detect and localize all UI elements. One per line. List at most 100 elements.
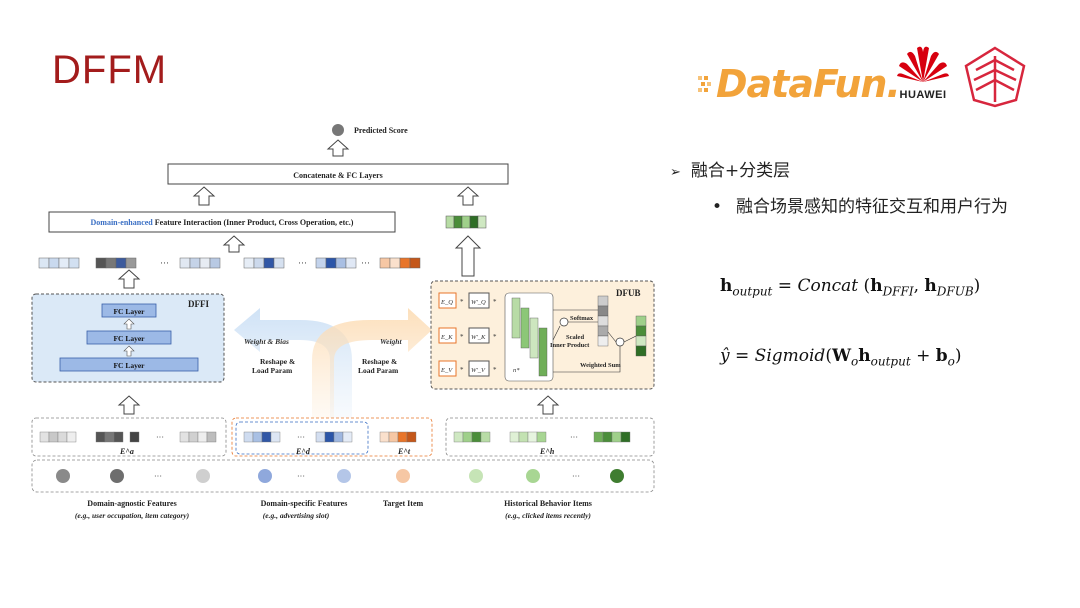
times-4: * bbox=[493, 333, 497, 341]
wk-box bbox=[468, 327, 490, 344]
f1-lhs: h bbox=[720, 276, 733, 296]
weighted-sum-label: Weighted Sum bbox=[580, 362, 621, 369]
up-arrow-icon bbox=[192, 186, 216, 206]
eq-box bbox=[438, 292, 457, 309]
f2-w: W bbox=[831, 346, 852, 366]
bullet-level-2-text: 融合场景感知的特征交互和用户行为 bbox=[736, 197, 1009, 217]
up-arrow-icon bbox=[456, 186, 480, 206]
feature-interaction-label: Domain-enhanced Feature Interaction (Inn… bbox=[91, 218, 354, 227]
wv-box bbox=[468, 360, 490, 377]
fi-prefix: Domain-enhanced bbox=[91, 218, 154, 227]
f1-close: ) bbox=[973, 276, 981, 296]
times-3: * bbox=[460, 333, 464, 341]
fc-layer-3-label: FC Layer bbox=[113, 361, 145, 370]
f2-fn: Sigmoid bbox=[754, 346, 826, 366]
scaled-label-1: Scaled bbox=[566, 334, 584, 341]
ed-label: E^d bbox=[295, 447, 311, 456]
bullet-level-1: ➢融合+分类层 bbox=[670, 156, 790, 181]
f1-lhs-sub: output bbox=[732, 284, 773, 299]
weight-label: Weight bbox=[380, 337, 402, 346]
f2-b-sub: o bbox=[947, 354, 955, 369]
f1-comma: , bbox=[913, 276, 925, 296]
eh-label: E^h bbox=[539, 447, 555, 456]
f1-b-sub: DFUB bbox=[936, 284, 974, 299]
n-star-label: n* bbox=[513, 367, 520, 374]
ea-group bbox=[31, 417, 227, 457]
ed-group-inner bbox=[235, 421, 369, 455]
times-1: * bbox=[460, 298, 464, 306]
huawei-logo-text: HUAWEI bbox=[899, 89, 947, 101]
weight-arrow bbox=[312, 308, 432, 418]
reshape-left-1: Reshape & bbox=[260, 357, 295, 366]
ellipsis-8: ··· bbox=[297, 472, 305, 481]
ellipsis-3: ··· bbox=[361, 258, 370, 268]
feat-target-label: Target Item bbox=[383, 499, 424, 508]
ek-label: E_K bbox=[440, 334, 453, 341]
f2-b: b bbox=[935, 346, 948, 366]
concat-fc-box bbox=[167, 163, 509, 185]
up-arrow-icon bbox=[454, 235, 482, 277]
feat-hist-eg: (e.g., clicked items recently) bbox=[505, 511, 591, 520]
reshape-right-2: Load Param bbox=[358, 366, 399, 375]
small-up-arrow-icon bbox=[123, 345, 135, 357]
bullet-level-1-text: 融合+分类层 bbox=[690, 161, 791, 181]
ellipsis-7: ··· bbox=[154, 472, 162, 481]
up-arrow-icon bbox=[536, 395, 560, 415]
bullet-level-2: •融合场景感知的特征交互和用户行为 bbox=[712, 192, 1008, 217]
datafun-dots-icon bbox=[698, 76, 711, 92]
f1-a: h bbox=[870, 276, 883, 296]
wq-label: W'_Q bbox=[471, 299, 486, 306]
ev-box bbox=[438, 360, 457, 377]
wq-box bbox=[468, 292, 490, 309]
weight-bias-label: Weight & Bias bbox=[244, 337, 289, 346]
softmax-label: Softmax bbox=[570, 315, 594, 322]
f2-w-sub: o bbox=[851, 354, 859, 369]
predicted-score-dot bbox=[332, 124, 344, 136]
dfub-output-column bbox=[635, 315, 647, 357]
dfub-gray-vector bbox=[597, 295, 609, 347]
formula-h-output: houtput = Concat (hDFFI, hDFUB) bbox=[720, 276, 980, 298]
feat-specific-eg: (e.g., advertising slot) bbox=[263, 511, 330, 520]
ek-box bbox=[438, 327, 457, 344]
dfub-output-vector bbox=[445, 215, 487, 229]
multiply-circle-2 bbox=[615, 337, 625, 347]
feature-interaction-box bbox=[48, 211, 396, 233]
ellipsis-4: ··· bbox=[156, 433, 164, 442]
feat-agnostic-eg: (e.g., user occupation, item category) bbox=[75, 511, 190, 520]
huawei-logo: HUAWEI bbox=[892, 44, 954, 101]
fc-layer-2-label: FC Layer bbox=[113, 334, 145, 343]
feature-dots bbox=[56, 469, 624, 483]
up-arrow-icon bbox=[117, 395, 141, 415]
predicted-score-label: Predicted Score bbox=[354, 126, 408, 135]
dffi-label: DFFI bbox=[188, 299, 209, 309]
ea-label: E^a bbox=[119, 447, 134, 456]
f2-lhs: ŷ bbox=[720, 346, 730, 366]
ellipsis-5: ··· bbox=[297, 433, 305, 442]
up-arrow-icon bbox=[117, 269, 141, 289]
f1-open: ( bbox=[858, 276, 871, 296]
datafun-logo: DataFun. bbox=[716, 62, 901, 106]
ship-logo-icon bbox=[964, 46, 1026, 108]
dfub-green-matrix bbox=[511, 297, 548, 377]
f2-h-sub: output bbox=[870, 354, 911, 369]
ellipsis-6: ··· bbox=[570, 433, 578, 442]
multiply-circle-1 bbox=[559, 317, 569, 327]
f2-h: h bbox=[858, 346, 871, 366]
f1-fn: Concat bbox=[797, 276, 859, 296]
f1-b: h bbox=[924, 276, 937, 296]
f2-plus: + bbox=[910, 346, 936, 366]
fc-layer-3 bbox=[59, 357, 199, 372]
dffm-architecture-diagram: Predicted Score Concatenate & FC Layers … bbox=[31, 124, 655, 520]
f1-a-sub: DFFI bbox=[882, 284, 914, 299]
feat-specific-label: Domain-specific Features bbox=[261, 499, 348, 508]
times-5: * bbox=[460, 366, 464, 374]
ellipsis-9: ··· bbox=[572, 472, 580, 481]
slide-title: DFFM bbox=[52, 48, 168, 92]
dfub-label: DFUB bbox=[616, 288, 641, 298]
times-6: * bbox=[493, 366, 497, 374]
wk-label: W'_K bbox=[471, 334, 486, 341]
huawei-petals-icon bbox=[897, 46, 949, 82]
f2-open: ( bbox=[825, 346, 832, 366]
et-label: E^t bbox=[397, 447, 411, 456]
fc-layer-2 bbox=[86, 330, 172, 345]
